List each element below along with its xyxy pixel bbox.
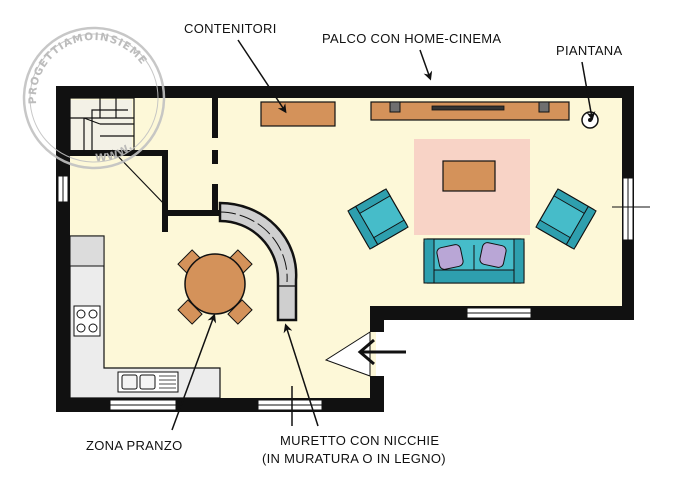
arrow-down-icon (581, 61, 596, 121)
tv-screen (431, 105, 505, 111)
kitchen-counter (69, 235, 221, 399)
windows (57, 175, 634, 411)
fridge (69, 235, 105, 267)
speaker (389, 101, 401, 113)
floor-lamp (581, 111, 599, 129)
stair-landing (70, 100, 132, 150)
arrow-up-icon (283, 323, 319, 427)
dining-set (177, 249, 253, 325)
armchair-left (347, 188, 409, 250)
armchair-right (535, 188, 597, 250)
sofa (423, 238, 525, 284)
label-muretto-line2: (IN MURATURA O IN LEGNO) (262, 451, 446, 466)
cushion (479, 242, 507, 268)
label-muretto-line1: MURETTO CON NICCHIE (280, 433, 439, 448)
round-table (184, 253, 246, 315)
cooktop (73, 305, 101, 337)
arrow-down-icon (237, 39, 287, 114)
staircase (69, 97, 167, 207)
entrance-door (324, 331, 371, 377)
arrow-down-icon (419, 49, 433, 81)
label-contenitori: CONTENITORI (184, 21, 277, 36)
label-palco: PALCO CON HOME-CINEMA (322, 31, 501, 46)
curved-low-wall (218, 201, 298, 322)
speaker (538, 101, 550, 113)
inner-walls (64, 98, 220, 232)
leader-lines (171, 39, 596, 431)
label-zona-pranzo: ZONA PRANZO (86, 438, 182, 453)
home-cinema-stage (370, 101, 570, 121)
coffee-table (442, 160, 496, 192)
arrow-up-icon (171, 313, 217, 431)
arrow-left-icon (357, 338, 406, 366)
storage-unit (260, 101, 336, 127)
cushion (436, 244, 464, 270)
label-piantana: PIANTANA (556, 43, 622, 58)
